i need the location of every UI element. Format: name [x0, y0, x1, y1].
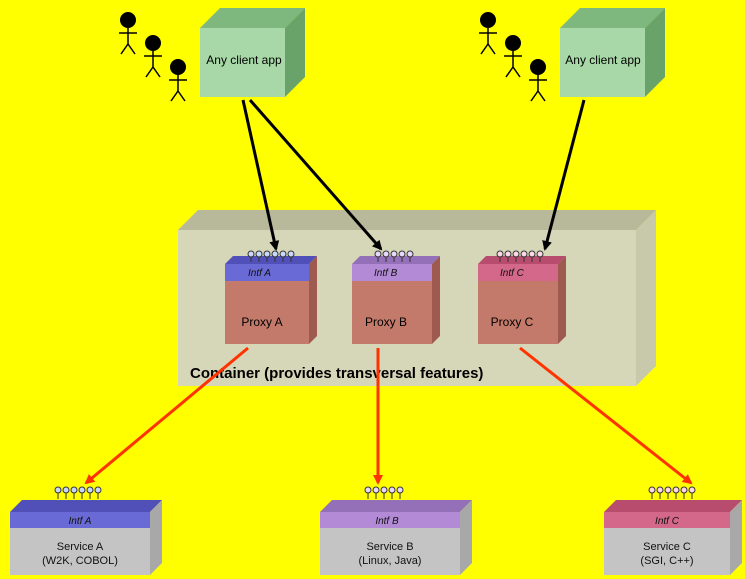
arrow-proxy-a-to-service-a [84, 346, 249, 485]
user-icon [119, 12, 137, 55]
forward-arrows [84, 346, 693, 485]
service-interface-label: Intf C [655, 516, 680, 527]
arrow-client-to-proxy-b [248, 99, 383, 251]
user-icon [479, 12, 497, 55]
service-c: Intf C Service C (SGI, C++) [604, 486, 742, 575]
interface-port-icon [247, 250, 295, 262]
service-interface-label: Intf B [375, 516, 399, 527]
service-detail: (Linux, Java) [359, 555, 422, 567]
proxy-b: Intf B Proxy B [352, 250, 440, 344]
user-icon [169, 59, 187, 102]
user-icon [504, 35, 522, 78]
service-label: Service C [643, 541, 691, 553]
request-arrows [241, 99, 586, 251]
proxy-a: Intf A Proxy A [225, 250, 317, 344]
users-left [119, 12, 187, 102]
interface-port-icon [496, 250, 544, 262]
client-app-box-right: Any client app [560, 8, 665, 97]
proxy-label: Proxy C [491, 315, 534, 329]
service-detail: (W2K, COBOL) [42, 555, 118, 567]
interface-port-icon [364, 486, 404, 499]
proxy-interface-label: Intf C [500, 268, 525, 279]
users-right [479, 12, 547, 102]
user-icon [529, 59, 547, 102]
proxy-label: Proxy B [365, 315, 407, 329]
proxy-label: Proxy A [241, 315, 282, 329]
client-app-label: Any client app [206, 53, 282, 67]
client-app-label: Any client app [565, 53, 641, 67]
arrow-client-to-proxy-a [241, 99, 280, 251]
proxy-interface-label: Intf A [248, 268, 271, 279]
user-icon [144, 35, 162, 78]
service-interface-label: Intf A [69, 516, 92, 527]
arrow-proxy-c-to-service-c [519, 346, 693, 485]
container-label: Container (provides transversal features… [190, 365, 483, 382]
client-app-box-left: Any client app [200, 8, 305, 97]
service-b: Intf B Service B (Linux, Java) [320, 486, 472, 575]
proxy-interface-label: Intf B [374, 268, 398, 279]
service-label: Service B [366, 541, 413, 553]
interface-port-icon [374, 250, 414, 262]
arrow-client-to-proxy-c [542, 99, 586, 251]
proxy-c: Intf C Proxy C [478, 250, 566, 344]
service-detail: (SGI, C++) [640, 555, 693, 567]
service-label: Service A [57, 541, 104, 553]
interface-port-icon [54, 486, 102, 499]
interface-port-icon [648, 486, 696, 499]
service-a: Intf A Service A (W2K, COBOL) [10, 486, 162, 575]
